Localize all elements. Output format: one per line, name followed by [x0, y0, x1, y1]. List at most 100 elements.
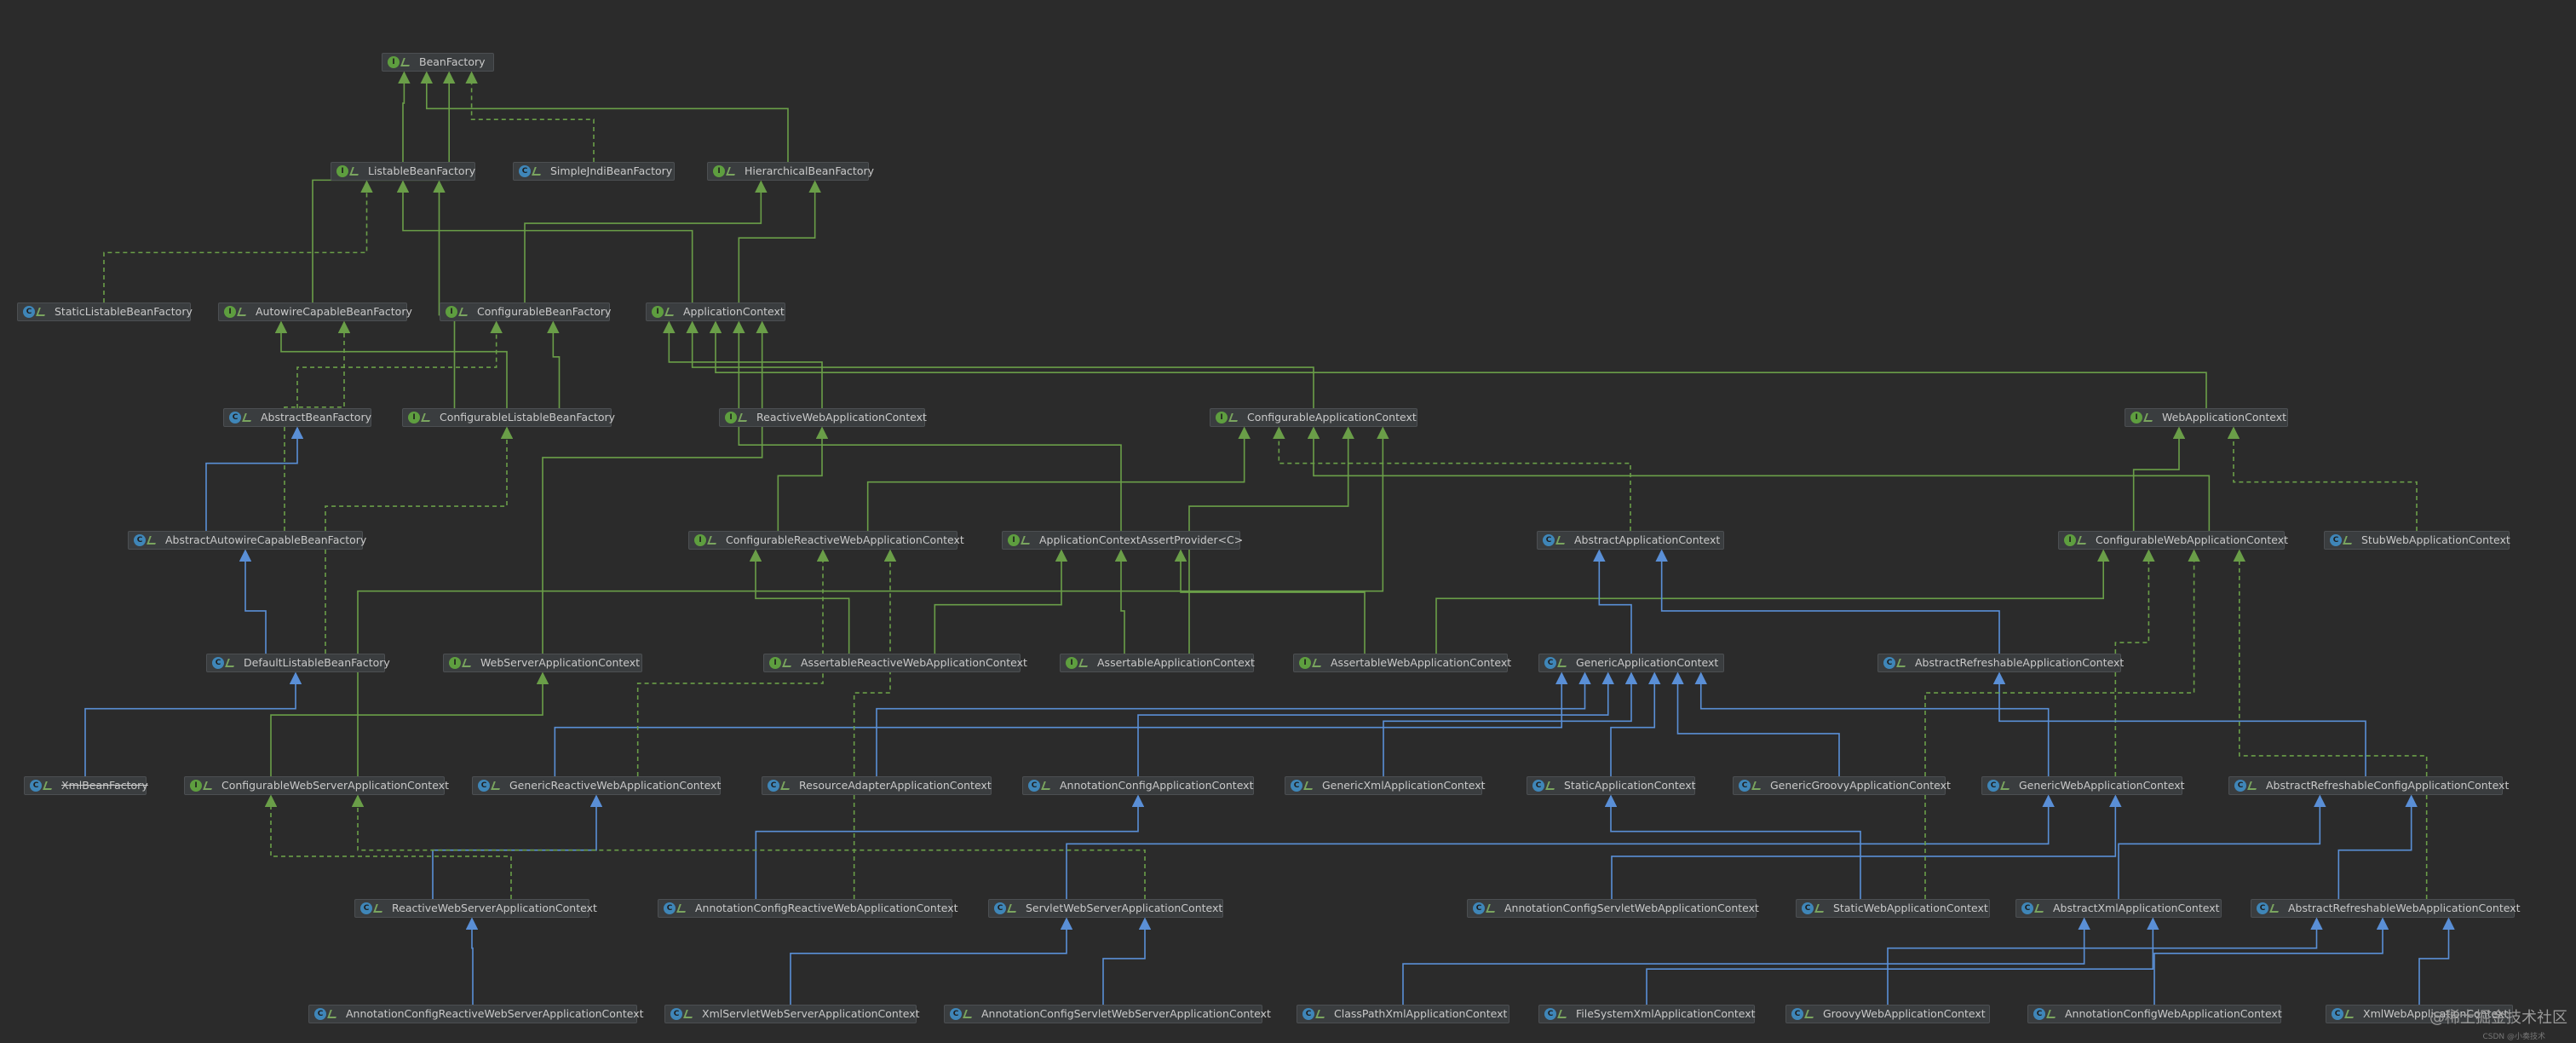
edge-configurable-web-application-context-to-web-application-context — [2132, 426, 2186, 531]
node-label: StaticWebApplicationContext — [1833, 902, 1988, 914]
edge-assertable-reactive-web-application-context-to-configurable-reactive-web-application-context — [749, 549, 850, 654]
edge-static-web-application-context-to-configurable-web-application-context — [1924, 549, 2200, 899]
edge-configurable-bean-factory-to-hierarchical-bean-factory — [524, 180, 768, 303]
class-icon: C — [360, 902, 372, 914]
watermark: @稀土掘金技术社区 — [2429, 1009, 2567, 1027]
node-label: GenericXmlApplicationContext — [1322, 779, 1486, 792]
edge-abstract-application-context-to-configurable-application-context — [1273, 426, 1631, 531]
edge-abstract-refreshable-application-context-to-abstract-application-context — [1655, 549, 2000, 654]
edge-hierarchical-bean-factory-to-bean-factory — [420, 71, 789, 162]
public-visibility-icon — [683, 1010, 695, 1018]
public-visibility-icon — [1555, 536, 1567, 545]
edge-generic-groovy-application-context-to-generic-application-context — [1671, 671, 1840, 776]
class-icon: C — [2234, 780, 2246, 792]
node-reactive-web-server-application-context[interactable]: C ReactiveWebServerApplicationContext — [354, 899, 597, 918]
node-label: XmlServletWebServerApplicationContext — [702, 1007, 920, 1020]
public-visibility-icon — [1315, 1010, 1327, 1018]
public-visibility-icon — [1814, 904, 1826, 913]
edge-configurable-web-application-context-to-configurable-application-context — [1307, 426, 2211, 531]
interface-icon: I — [388, 56, 400, 68]
interface-icon: I — [1066, 657, 1078, 669]
public-visibility-icon — [421, 413, 433, 422]
public-visibility-icon — [1228, 413, 1240, 422]
node-label: AbstractBeanFactory — [261, 411, 371, 424]
class-icon: C — [1544, 1008, 1556, 1020]
public-visibility-icon — [373, 904, 385, 913]
node-label: ReactiveWebServerApplicationContext — [392, 902, 597, 914]
public-visibility-icon — [1021, 536, 1032, 545]
node-label: WebServerApplicationContext — [480, 656, 641, 669]
interface-icon: I — [725, 412, 737, 424]
edge-application-context-assert-provider-to-application-context — [733, 320, 1122, 531]
class-icon: C — [1532, 780, 1544, 792]
edge-annotation-config-reactive-web-server-application-context-to-reactive-web-server-application-context — [465, 917, 479, 1005]
edge-configurable-web-server-application-context-to-web-server-application-context — [270, 671, 549, 776]
class-icon: C — [768, 780, 779, 792]
public-visibility-icon — [349, 167, 361, 176]
public-visibility-icon — [2000, 781, 2012, 790]
edge-simple-jndi-bean-factory-to-bean-factory — [465, 71, 595, 162]
class-icon: C — [1543, 534, 1555, 546]
public-visibility-icon — [2077, 536, 2089, 545]
edge-configurable-listable-bean-factory-to-configurable-bean-factory — [547, 320, 561, 408]
edge-configurable-application-context-to-application-context — [686, 320, 1314, 408]
edge-assertable-web-application-context-to-configurable-web-application-context — [1435, 549, 2110, 654]
interface-icon: I — [408, 412, 420, 424]
node-label: GenericReactiveWebApplicationContext — [509, 779, 722, 792]
watermark-sub: CSDN @小奏技术 — [2482, 1033, 2545, 1041]
public-visibility-icon — [532, 167, 543, 176]
node-label: ConfigurableWebServerApplicationContext — [221, 779, 449, 792]
class-icon: C — [664, 902, 676, 914]
